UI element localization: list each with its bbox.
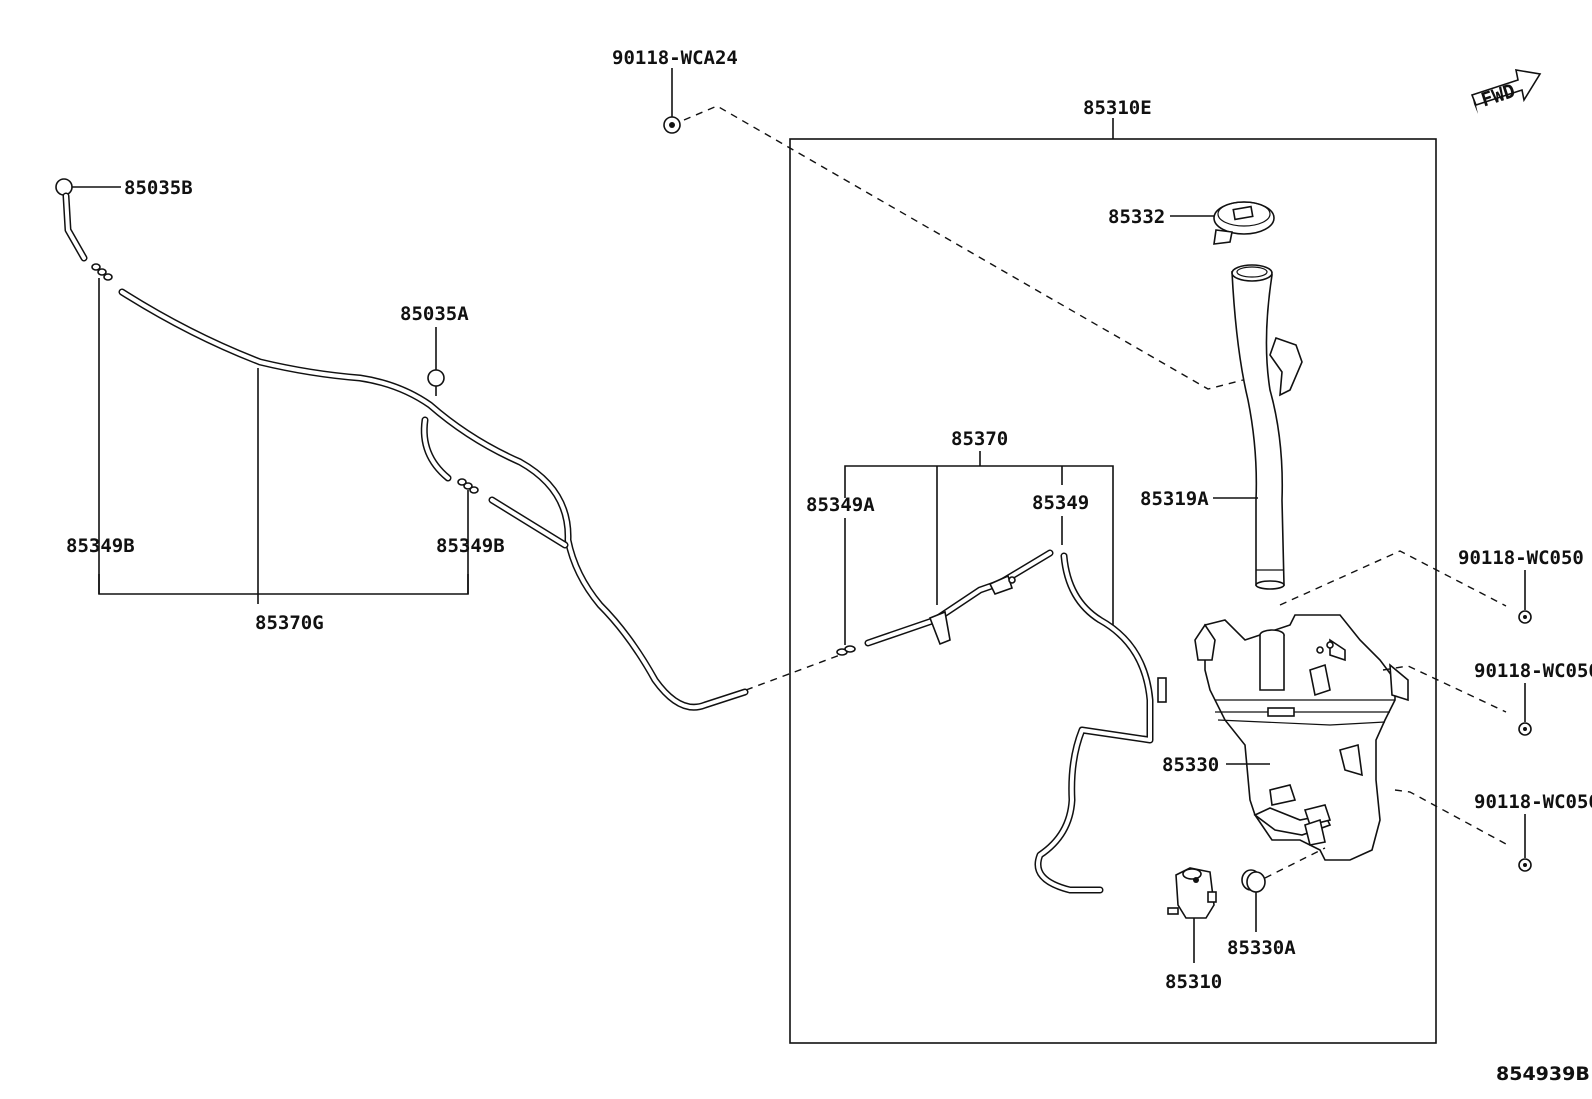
grommet-85330a-icon — [1241, 869, 1266, 893]
hose-clip-1-icon — [928, 610, 951, 646]
pump-85310-icon — [1167, 867, 1217, 919]
label-85330a: 85330A — [1227, 937, 1296, 959]
label-90118-wc050-1: 90118-WC050 — [1458, 547, 1584, 569]
label-85330: 85330 — [1162, 754, 1219, 776]
hose-clip-3-icon — [1157, 677, 1167, 703]
connector-85349b-mid-icon — [457, 478, 479, 494]
label-85319a: 85319A — [1140, 488, 1209, 510]
label-85370: 85370 — [951, 428, 1008, 450]
filler-neck-85319a-icon — [1231, 264, 1303, 590]
fwd-text: FWD — [1479, 80, 1518, 112]
connector-85349a-icon — [836, 645, 856, 656]
bolt-90118-wc050-1-icon — [1518, 610, 1532, 624]
fwd-arrow-icon: FWD — [1470, 69, 1542, 114]
label-85349b-left: 85349B — [66, 535, 135, 557]
reservoir-85330-icon — [1194, 614, 1409, 861]
label-90118-wc050-2: 90118-WC050 — [1474, 660, 1592, 682]
nozzle-85035a-icon — [427, 369, 445, 396]
label-85349a: 85349A — [806, 494, 875, 516]
label-85310: 85310 — [1165, 971, 1222, 993]
bolt-90118-wc050-3-icon — [1518, 858, 1532, 872]
label-85332: 85332 — [1108, 206, 1165, 228]
clip-90118-wca24-icon — [663, 116, 681, 134]
label-85035a: 85035A — [400, 303, 469, 325]
label-90118-wca24: 90118-WCA24 — [612, 47, 738, 69]
label-90118-wc050-3: 90118-WC050 — [1474, 791, 1592, 813]
nozzle-85035b-icon — [55, 178, 73, 196]
bolt-90118-wc050-2-icon — [1518, 722, 1532, 736]
cap-85332-icon — [1213, 201, 1275, 245]
diagram-id: 854939B — [1496, 1063, 1590, 1085]
label-85349b-mid: 85349B — [436, 535, 505, 557]
label-85035b: 85035B — [124, 177, 193, 199]
hose-clip-2-icon — [988, 574, 1014, 595]
label-85370g: 85370G — [255, 612, 324, 634]
label-85349: 85349 — [1032, 492, 1089, 514]
connector-85349b-left-icon — [91, 263, 113, 281]
label-85310e: 85310E — [1083, 97, 1152, 119]
